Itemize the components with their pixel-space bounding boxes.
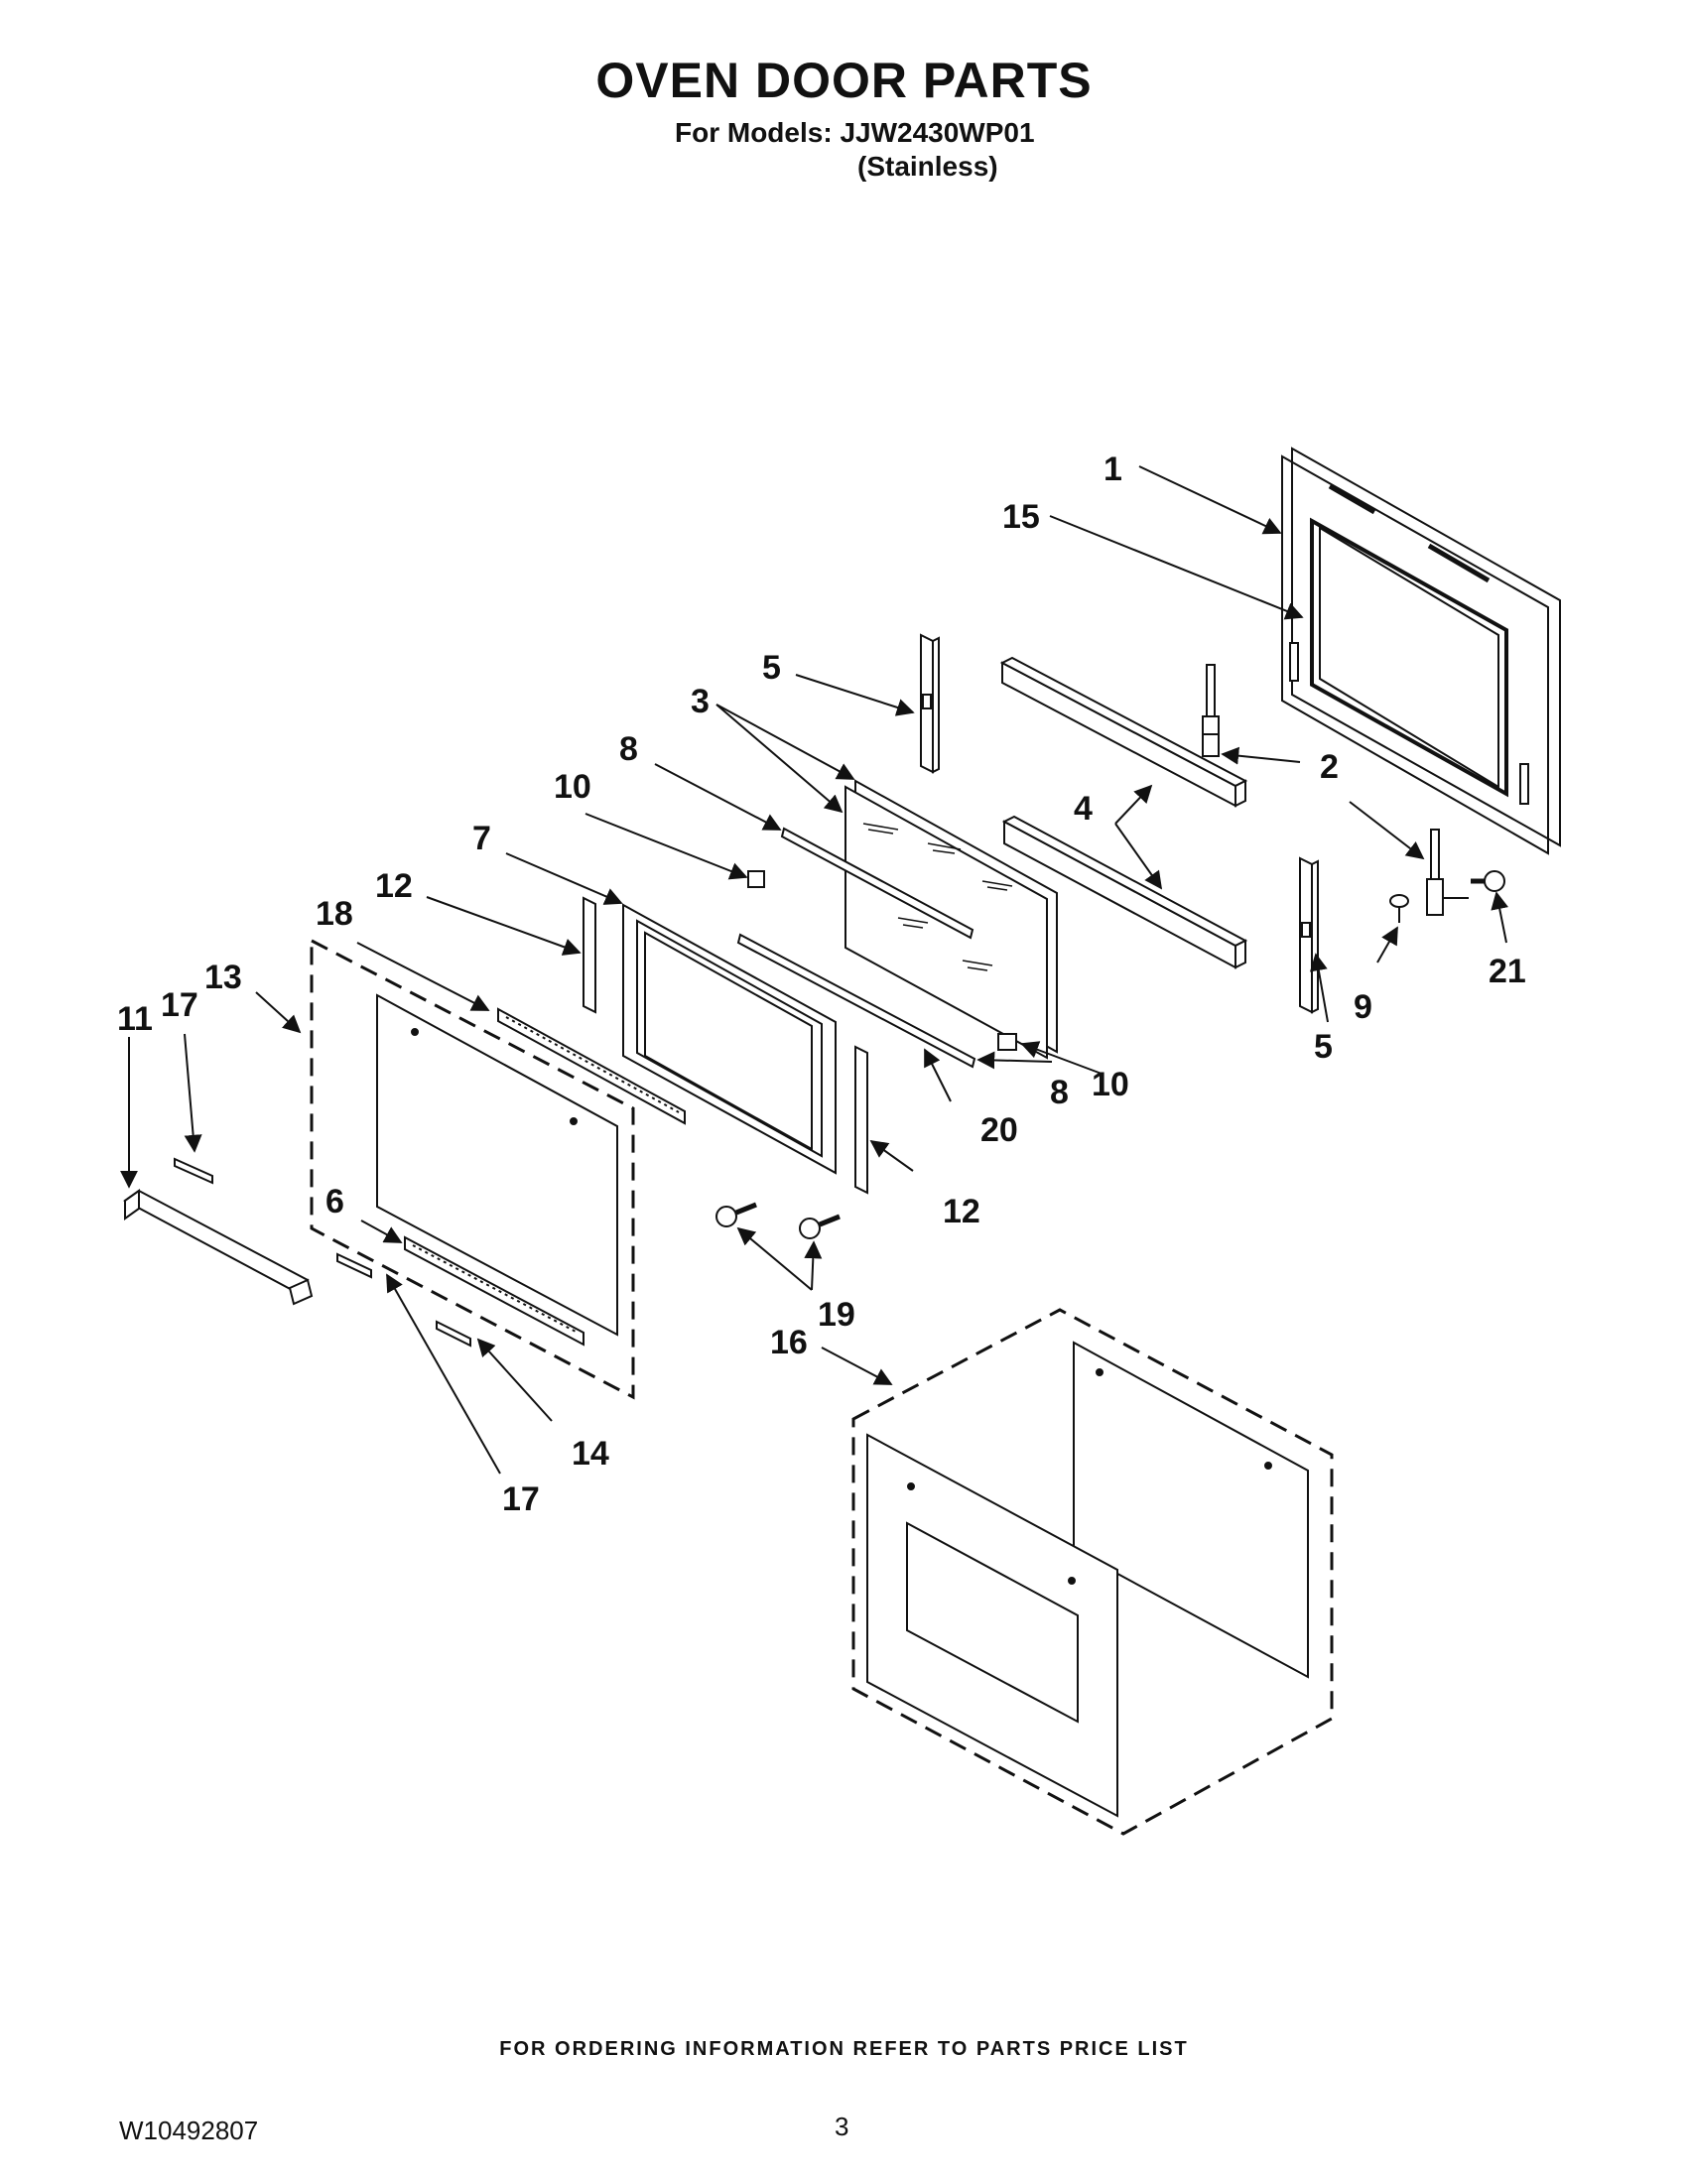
callout-label: 4 — [1074, 790, 1093, 828]
page-title: OVEN DOOR PARTS — [595, 53, 1093, 108]
vent-strip-upper — [497, 1007, 686, 1125]
callout-labels: 1 15 5 3 8 10 2 4 7 12 18 13 11 17 21 9 … — [117, 450, 1526, 1518]
callout-label: 12 — [375, 867, 413, 905]
pin-9 — [1389, 894, 1409, 923]
outer-door-panel — [1281, 447, 1561, 855]
document-number: W10492807 — [119, 2116, 259, 2145]
callout-label: 21 — [1489, 953, 1526, 990]
callout-label: 16 — [770, 1324, 808, 1361]
screws-19 — [715, 1202, 841, 1239]
callout-label: 2 — [1320, 748, 1339, 786]
hinge-upper — [1202, 664, 1220, 757]
callout-label: 3 — [691, 683, 710, 720]
models-line: For Models: JJW2430WP01 — [675, 117, 1035, 148]
clip-17-lower — [336, 1252, 372, 1279]
callout-label: 8 — [619, 730, 638, 768]
callout-label: 20 — [980, 1111, 1018, 1149]
page-number: 3 — [835, 2112, 849, 2141]
finish-variant: (Stainless) — [857, 151, 998, 182]
badge-14 — [436, 1320, 471, 1348]
door-channel-lower — [1001, 815, 1248, 969]
callout-label: 13 — [204, 959, 242, 996]
inner-door-frame — [622, 903, 837, 1175]
spacer-block-upper — [747, 870, 765, 888]
callout-label: 12 — [943, 1193, 980, 1230]
callout-label: 10 — [1092, 1066, 1129, 1103]
outer-glass-assembly — [310, 938, 635, 1400]
hinge-bracket-lower — [1299, 856, 1319, 1014]
outer-door-assembly — [851, 1308, 1334, 1836]
side-bracket-right — [854, 1045, 868, 1195]
callout-label: 1 — [1104, 450, 1122, 488]
callout-label: 17 — [161, 986, 198, 1024]
callout-label: 8 — [1050, 1074, 1069, 1111]
door-handle — [123, 1189, 314, 1306]
leader-lines — [120, 465, 1509, 1475]
glass-seal-lower — [736, 933, 976, 1069]
ordering-note: FOR ORDERING INFORMATION REFER TO PARTS … — [499, 2038, 1189, 2060]
vent-strip-lower — [404, 1235, 584, 1347]
callout-label: 18 — [316, 895, 353, 933]
callout-label: 5 — [1314, 1028, 1333, 1066]
glass-seal-upper — [780, 827, 974, 940]
door-channel-upper — [999, 656, 1248, 808]
hinge-lower — [1426, 829, 1469, 916]
callout-label: 6 — [325, 1183, 344, 1220]
clip-17-left — [174, 1157, 213, 1185]
spacer-block-lower — [997, 1033, 1017, 1051]
callout-label: 9 — [1354, 988, 1372, 1026]
hinge-bracket-upper — [920, 633, 940, 774]
callout-label: 5 — [762, 649, 781, 687]
callout-label: 19 — [818, 1296, 855, 1334]
callout-label: 17 — [502, 1480, 540, 1518]
callout-label: 7 — [472, 820, 491, 857]
callout-label: 10 — [554, 768, 591, 806]
callout-label: 14 — [572, 1435, 609, 1473]
callout-label: 11 — [117, 1000, 153, 1038]
callout-label: 15 — [1002, 498, 1040, 536]
screw-21 — [1471, 870, 1505, 892]
side-bracket-left — [583, 896, 596, 1014]
